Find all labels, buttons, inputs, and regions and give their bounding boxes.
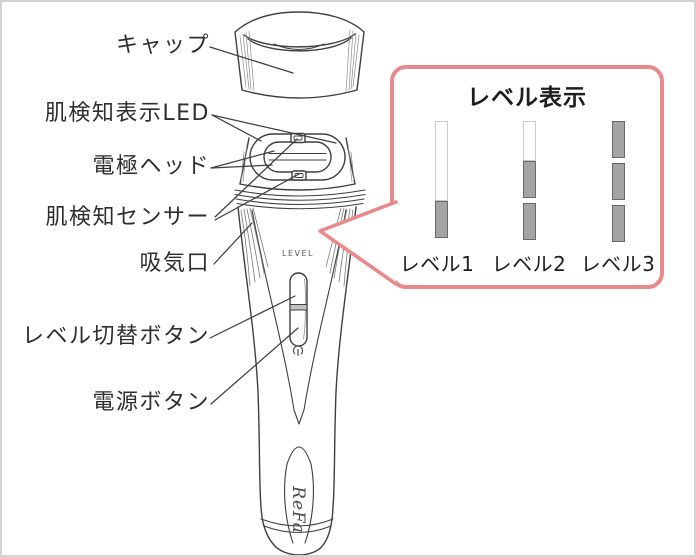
label-air-intake: 吸気口 xyxy=(139,251,210,276)
level-button-caption: LEVEL xyxy=(282,249,314,258)
leader-lines xyxy=(209,46,337,405)
level1-indicator xyxy=(435,121,448,238)
electrode-head-drawing xyxy=(239,132,356,191)
label-power-button: 電源ボタン xyxy=(92,390,210,415)
label-electrode-head: 電極ヘッド xyxy=(92,154,210,179)
label-cap: キャップ xyxy=(115,33,210,58)
level1-label: レベル1 xyxy=(399,252,475,276)
callout-title: レベル表示 xyxy=(467,85,587,111)
pill-button-drawing xyxy=(289,272,308,347)
label-level-switch-button: レベル切替ボタン xyxy=(21,324,210,349)
callout-tail-icon xyxy=(318,200,398,286)
level3-indicator xyxy=(612,121,625,242)
power-icon xyxy=(292,345,304,356)
level3-label: レベル3 xyxy=(580,252,656,276)
cap-drawing xyxy=(234,11,365,99)
level2-indicator xyxy=(523,121,536,240)
level2-label: レベル2 xyxy=(491,252,567,276)
label-led: 肌検知表示LED xyxy=(44,101,210,126)
brand-logo: ReFa xyxy=(288,486,308,534)
label-skin-sensor: 肌検知センサー xyxy=(45,205,210,230)
